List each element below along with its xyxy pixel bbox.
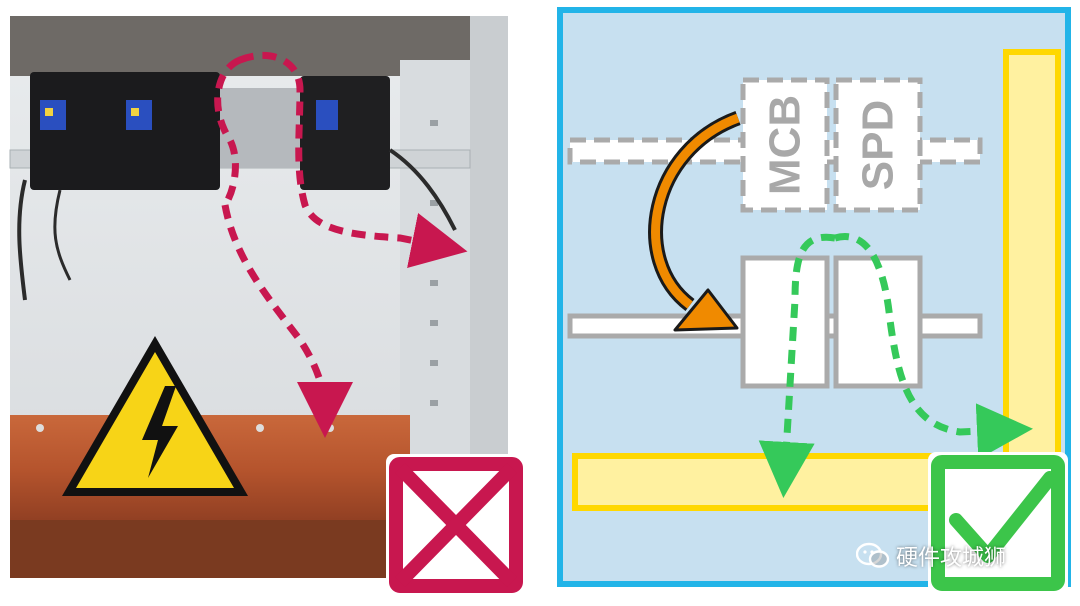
spd-module-ghost bbox=[833, 77, 923, 213]
watermark: 硬件攻城狮 bbox=[856, 540, 1006, 572]
mcb-module-ghost bbox=[740, 77, 830, 213]
watermark-text: 硬件攻城狮 bbox=[896, 546, 1007, 571]
breaker-block-right bbox=[300, 76, 390, 190]
wechat-icon bbox=[856, 542, 890, 568]
busbar-shadow bbox=[10, 520, 390, 578]
wrong-wiring-path-down bbox=[221, 204, 353, 438]
mcb-module bbox=[740, 255, 830, 389]
correct-path-to-vertical-bus bbox=[834, 233, 1033, 460]
correct-path-to-horizontal-bus bbox=[758, 233, 836, 498]
spd-module bbox=[833, 255, 923, 389]
right-schematic-panel: MCB SPD bbox=[557, 7, 1071, 594]
correct-check-icon bbox=[928, 452, 1068, 594]
cable bbox=[17, 179, 27, 301]
cabinet-side-rail bbox=[400, 60, 470, 520]
vertical-busbar bbox=[1003, 49, 1061, 515]
high-voltage-warning-icon bbox=[62, 336, 248, 496]
cable bbox=[53, 189, 72, 281]
spd-label: SPD bbox=[854, 100, 903, 190]
left-photo-panel bbox=[9, 16, 526, 596]
wrong-wiring-path-right bbox=[238, 52, 468, 268]
relocation-arrow bbox=[648, 110, 741, 332]
breaker-block-left bbox=[30, 72, 220, 190]
spd-module bbox=[220, 88, 300, 168]
incorrect-cross-icon bbox=[386, 454, 526, 596]
mcb-label: MCB bbox=[761, 95, 810, 195]
